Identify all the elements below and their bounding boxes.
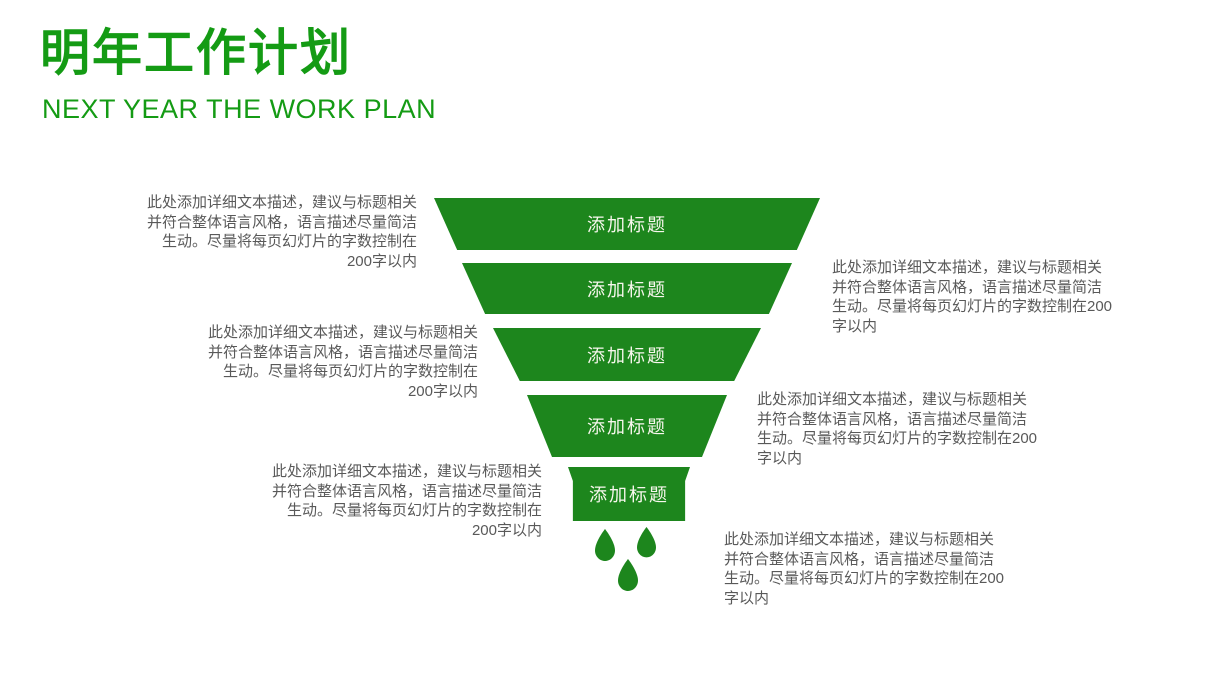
water-drop-icon bbox=[595, 529, 615, 561]
description-right-2: 此处添加详细文本描述，建议与标题相关并符合整体语言风格，语言描述尽量简洁生动。尽… bbox=[757, 391, 1038, 467]
description-left-3: 此处添加详细文本描述，建议与标题相关并符合整体语言风格，语言描述尽量简洁生动。尽… bbox=[271, 463, 542, 539]
funnel-level-5-label: 添加标题 bbox=[589, 485, 669, 505]
funnel-level-2: 添加标题 bbox=[462, 263, 792, 314]
funnel-level-3: 添加标题 bbox=[493, 328, 761, 381]
water-drop-icon bbox=[618, 559, 638, 591]
funnel-level-5: 添加标题 bbox=[568, 467, 690, 521]
description-right-1: 此处添加详细文本描述，建议与标题相关并符合整体语言风格，语言描述尽量简洁生动。尽… bbox=[832, 259, 1113, 335]
page-title: 明年工作计划 bbox=[40, 25, 352, 81]
page-subtitle: NEXT YEAR THE WORK PLAN bbox=[42, 94, 437, 124]
description-right-3: 此处添加详细文本描述，建议与标题相关并符合整体语言风格，语言描述尽量简洁生动。尽… bbox=[724, 531, 1005, 607]
description-left-2: 此处添加详细文本描述，建议与标题相关并符合整体语言风格，语言描述尽量简洁生动。尽… bbox=[207, 324, 478, 400]
water-drop-icon bbox=[637, 527, 656, 558]
description-left-1: 此处添加详细文本描述，建议与标题相关并符合整体语言风格，语言描述尽量简洁生动。尽… bbox=[146, 194, 417, 270]
funnel-level-2-label: 添加标题 bbox=[587, 279, 667, 300]
funnel-level-4: 添加标题 bbox=[527, 395, 727, 457]
water-drops-icon bbox=[595, 527, 656, 591]
funnel-level-1-label: 添加标题 bbox=[587, 215, 667, 235]
funnel-level-4-label: 添加标题 bbox=[587, 417, 667, 437]
funnel-level-1: 添加标题 bbox=[434, 198, 820, 250]
funnel-level-3-label: 添加标题 bbox=[587, 345, 667, 366]
